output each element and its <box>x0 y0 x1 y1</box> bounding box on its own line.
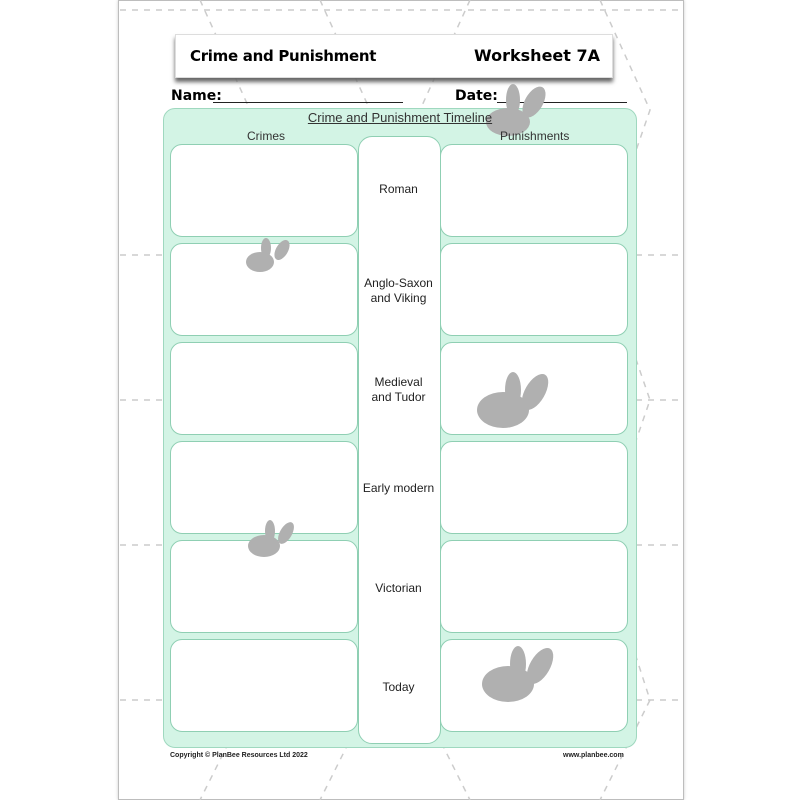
punishment-box-anglo-saxon[interactable] <box>440 243 628 336</box>
crime-box-roman[interactable] <box>170 144 358 237</box>
timeline-column <box>358 136 441 744</box>
date-field[interactable] <box>497 102 627 103</box>
period-roman: Roman <box>379 182 418 196</box>
crime-box-today[interactable] <box>170 639 358 732</box>
period-today: Today <box>382 680 415 694</box>
period-medieval: Medieval and Tudor <box>371 375 426 404</box>
bee-watermark-icon <box>486 84 546 136</box>
period-victorian: Victorian <box>375 581 422 595</box>
crime-box-medieval[interactable] <box>170 342 358 435</box>
period-early-modern: Early modern <box>362 481 435 495</box>
crimes-heading: Crimes <box>247 129 285 143</box>
name-field[interactable] <box>213 102 403 103</box>
timeline-title: Crime and Punishment Timeline <box>307 110 493 125</box>
website-text: www.planbee.com <box>563 752 624 759</box>
punishment-box-roman[interactable] <box>440 144 628 237</box>
bee-watermark-icon <box>246 238 290 272</box>
date-label: Date: <box>455 88 498 104</box>
copyright-text: Copyright © PlanBee Resources Ltd 2022 <box>170 752 308 759</box>
title-banner: Crime and Punishment Worksheet 7A <box>175 34 613 78</box>
worksheet-title: Crime and Punishment <box>190 47 377 65</box>
name-label: Name: <box>171 88 222 104</box>
bee-watermark-icon <box>477 372 549 428</box>
crime-box-early-modern[interactable] <box>170 441 358 534</box>
bee-watermark-icon <box>482 646 554 702</box>
period-anglo-saxon: Anglo-Saxon and Viking <box>364 276 433 305</box>
bee-watermark-icon <box>248 520 294 557</box>
punishment-box-today[interactable] <box>440 639 628 732</box>
worksheet-number: Worksheet 7A <box>474 46 600 65</box>
punishment-box-early-modern[interactable] <box>440 441 628 534</box>
punishments-heading: Punishments <box>500 129 570 143</box>
punishment-box-victorian[interactable] <box>440 540 628 633</box>
